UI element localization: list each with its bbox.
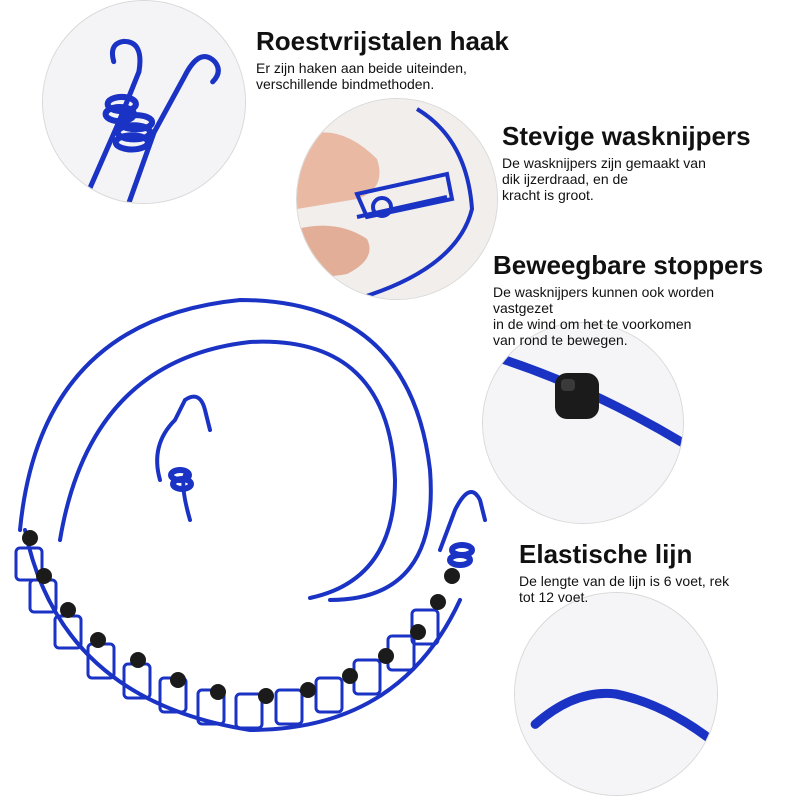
hook-detail-image: [42, 0, 246, 204]
stopper-icon: [483, 323, 683, 523]
feature-title: Elastische lijn: [519, 539, 693, 569]
clothesline-icon: [14, 297, 487, 733]
feature-title: Stevige wasknijpers: [502, 121, 751, 151]
feature-description: De wasknijpers kunnen ook worden vastgez…: [493, 284, 715, 348]
clothespin-detail-image: [296, 98, 498, 300]
clothesline-product-image: [0, 280, 520, 800]
feature-elastic-cord: Elastische lijn De lengte van de lijn is…: [519, 539, 729, 605]
feature-description: De lengte van de lijn is 6 voet, rek tot…: [519, 573, 730, 605]
feature-clothespins: Stevige wasknijpers De wasknijpers zijn …: [502, 121, 751, 203]
stopper-detail-image: [482, 322, 684, 524]
elastic-cord-icon: [515, 593, 717, 795]
clothespin-icon: [297, 99, 497, 299]
feature-hook: Roestvrijstalen haak Er zijn haken aan b…: [256, 26, 509, 92]
feature-title: Beweegbare stoppers: [493, 250, 764, 280]
feature-description: Er zijn haken aan beide uiteinden, versc…: [256, 60, 467, 92]
feature-description: De wasknijpers zijn gemaakt van dik ijze…: [502, 155, 706, 203]
clothespins-row: [14, 530, 460, 730]
elastic-cord-detail-image: [514, 592, 718, 796]
hook-icon: [43, 1, 245, 203]
feature-stoppers: Beweegbare stoppers De wasknijpers kunne…: [493, 250, 763, 348]
feature-title: Roestvrijstalen haak: [256, 26, 509, 56]
